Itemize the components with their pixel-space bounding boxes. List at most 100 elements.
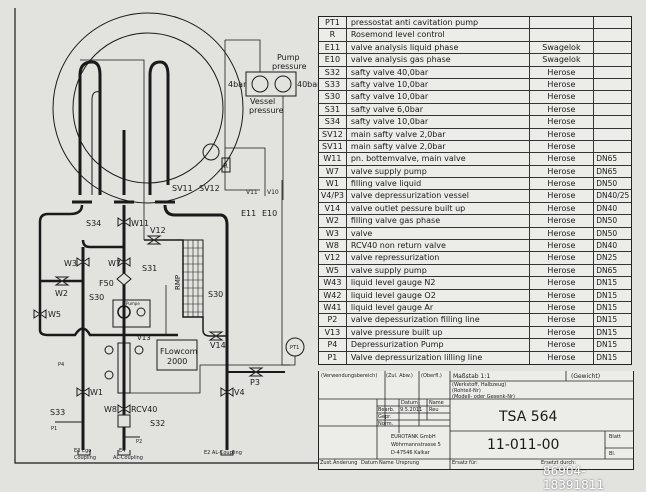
component-maker: Herose bbox=[530, 301, 595, 314]
component-maker: Herose bbox=[530, 153, 595, 165]
component-description: filling valve liquid bbox=[347, 178, 530, 190]
label-SV11: SV11 bbox=[172, 184, 193, 193]
component-code: W2 bbox=[319, 215, 347, 227]
label-P1: P1 bbox=[51, 426, 57, 432]
label-S30-right: S30 bbox=[208, 290, 223, 299]
component-description: valve depessurization filling line bbox=[347, 314, 530, 326]
label-E10: E10 bbox=[262, 209, 277, 218]
sheets-label: Bl. bbox=[609, 451, 616, 457]
component-description: liquid level gauge N2 bbox=[347, 277, 530, 289]
component-code: W41 bbox=[319, 301, 347, 314]
label-S33: S33 bbox=[50, 408, 65, 417]
label-40bar: 40bar bbox=[297, 80, 321, 89]
component-description: valve pressure built up bbox=[347, 326, 530, 339]
component-dn: DN40 bbox=[596, 241, 618, 251]
component-dn bbox=[594, 79, 631, 90]
component-code: S34 bbox=[319, 116, 347, 128]
drawing-number: 11-011-00 bbox=[487, 437, 560, 453]
valve-W5 bbox=[33, 309, 47, 319]
vessel-outer bbox=[52, 12, 244, 204]
component-code: E10 bbox=[319, 54, 347, 66]
label-V10: V10 bbox=[267, 189, 279, 196]
component-maker: Herose bbox=[530, 351, 595, 364]
label-V13: V13 bbox=[137, 334, 151, 342]
label-E4: E4 bbox=[119, 448, 125, 454]
label-W8: W8 bbox=[104, 405, 117, 414]
component-description: Rosemond level control bbox=[347, 29, 530, 41]
component-maker: Herose bbox=[530, 103, 595, 116]
component-code: S33 bbox=[319, 78, 347, 91]
label-P4: P4 bbox=[58, 362, 64, 368]
component-dn bbox=[594, 129, 631, 140]
label-E3-coupling: Coupling bbox=[74, 455, 96, 461]
model-field: (Modell- oder Gesenk-Nr) bbox=[452, 394, 515, 400]
component-maker: Herose bbox=[530, 116, 595, 128]
valve-W7 bbox=[117, 257, 131, 267]
component-description: valve depressurization vessel bbox=[347, 190, 530, 202]
usage-field: (Verwendungsbereich) bbox=[321, 373, 378, 379]
component-code: P2 bbox=[319, 314, 347, 326]
component-code: V14 bbox=[319, 202, 347, 215]
datum-header: Datum bbox=[401, 400, 418, 406]
component-dn bbox=[594, 104, 631, 115]
valve-W1 bbox=[76, 387, 90, 397]
component-description: safty valve 10,0bar bbox=[347, 116, 530, 128]
component-maker: Swagelok bbox=[530, 41, 595, 54]
valve-W11 bbox=[117, 217, 131, 227]
component-code: W8 bbox=[319, 240, 347, 252]
label-F50: F50 bbox=[99, 279, 114, 288]
component-dn: DN65 bbox=[596, 265, 618, 275]
zust-label: Zust. bbox=[320, 460, 333, 466]
ersetzt-durch-label: Ersetzt durch: bbox=[541, 460, 576, 466]
flowcom-box bbox=[156, 339, 198, 371]
component-description: liquid level gauge O2 bbox=[347, 289, 530, 301]
component-maker: Herose bbox=[530, 202, 595, 215]
datum-footer: Datum bbox=[361, 460, 378, 466]
label-E4-coupling: AL-Coupling bbox=[113, 455, 143, 461]
component-dn: DN15 bbox=[596, 327, 618, 337]
component-maker: Herose bbox=[530, 277, 595, 289]
label-S31: S31 bbox=[142, 264, 157, 273]
component-code: SV11 bbox=[319, 140, 347, 153]
valve-V12 bbox=[146, 235, 162, 245]
filter-F50 bbox=[116, 272, 132, 286]
company-name: EUROTANK GmbH bbox=[391, 434, 436, 440]
component-code: E11 bbox=[319, 41, 347, 54]
component-dn: DN15 bbox=[596, 315, 618, 325]
bearb-name: Reu bbox=[429, 407, 439, 413]
tolerance-field: (Zul. Abw.) bbox=[386, 373, 413, 379]
label-S32: S32 bbox=[150, 419, 165, 428]
label-E3: E3 Ego bbox=[74, 448, 91, 454]
watermark: 86904-18391811 bbox=[543, 464, 605, 492]
component-description: safty valve 10,0bar bbox=[347, 78, 530, 91]
label-P2: P2 bbox=[136, 439, 142, 445]
component-dn: DN40/25 bbox=[596, 191, 630, 201]
label-vessel-pressure-2: pressure bbox=[249, 106, 284, 115]
sheet-label: Blatt bbox=[609, 434, 621, 440]
component-maker: Herose bbox=[530, 66, 595, 78]
valve-V14 bbox=[208, 331, 224, 341]
component-code: W7 bbox=[319, 165, 347, 178]
component-description: Valve depressurization lilling line bbox=[347, 351, 530, 364]
component-dn: DN15 bbox=[596, 278, 618, 288]
component-code: P1 bbox=[319, 351, 347, 364]
valve-W3 bbox=[76, 257, 90, 267]
component-maker: Herose bbox=[530, 326, 595, 339]
valve-W8 bbox=[117, 404, 131, 414]
component-description: safty valve 10,0bar bbox=[347, 91, 530, 103]
component-code: W5 bbox=[319, 264, 347, 277]
component-description: RCV40 non return valve bbox=[347, 240, 530, 252]
component-dn: DN50 bbox=[596, 179, 618, 189]
label-PT1: PT1 bbox=[290, 345, 299, 351]
